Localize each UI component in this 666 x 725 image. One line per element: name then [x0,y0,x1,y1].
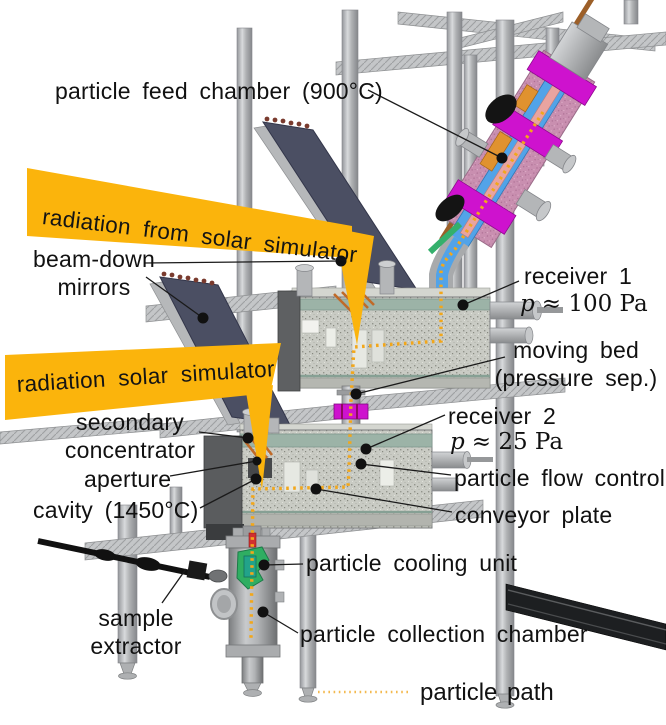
moving-bed-line1: moving bed [513,337,639,363]
banner-top-body [27,168,352,258]
particle-cooling-unit-render [236,532,270,590]
label-receiver-2: receiver 2 [448,403,556,429]
banner-bottom-tail [246,385,273,490]
leader-lines [144,89,520,634]
secondary-concentrator-line2: concentrator [64,437,196,464]
dark-floor-beam [505,583,666,651]
moving-bed-line2: (pressure sep.) [494,365,658,392]
pressure-symbol: p [450,429,465,455]
particle-feed-chamber-render [439,0,610,249]
sample-extractor-rod [37,538,228,583]
label-conveyor-plate: conveyor plate [455,502,613,528]
moving-bed-valve [333,403,369,420]
legend-particle-path-label: particle path [420,679,554,706]
banner-bottom-body [5,343,281,420]
beam-down-line1: beam-down [33,246,155,272]
label-sample-extractor: sample extractor [86,604,186,660]
label-receiver-1: receiver 1 [524,263,632,289]
label-receiver-2-pressure: p≈ 25 Pa [450,429,563,455]
secondary-concentrator-line1: secondary [76,409,184,435]
label-particle-cooling-unit: particle cooling unit [306,550,518,576]
label-particle-flow-control: particle flow control [454,465,666,491]
label-secondary-concentrator: secondary concentrator [50,408,210,464]
label-particle-feed-chamber: particle feed chamber (900°C) [55,78,383,104]
pressure-value: ≈ 25 Pa [471,429,564,455]
label-moving-bed: moving bed (pressure sep.) [492,336,660,392]
particle-collection-chamber-render [210,527,285,697]
sample-extractor-line1: sample [98,605,174,631]
pressure-value: ≈ 100 Pa [541,291,648,317]
label-receiver-1-pressure: p≈ 100 Pa [520,291,648,317]
feed-chamber-lower-cap [435,194,465,222]
green-support-strut [427,221,463,255]
receiver-1-render [277,260,563,392]
label-dots [197,152,508,618]
label-beam-down-mirrors: beam-down mirrors [24,245,164,301]
feed-chamber-motor-cap [485,94,517,124]
sample-extractor-line2: extractor [90,633,182,660]
beam-down-line2: mirrors [57,274,131,301]
label-aperture: aperture [84,466,172,492]
label-cavity: cavity (1450°C) [33,497,199,523]
label-particle-collection-chamber: particle collection chamber [300,621,588,647]
pressure-symbol: p [520,291,535,317]
